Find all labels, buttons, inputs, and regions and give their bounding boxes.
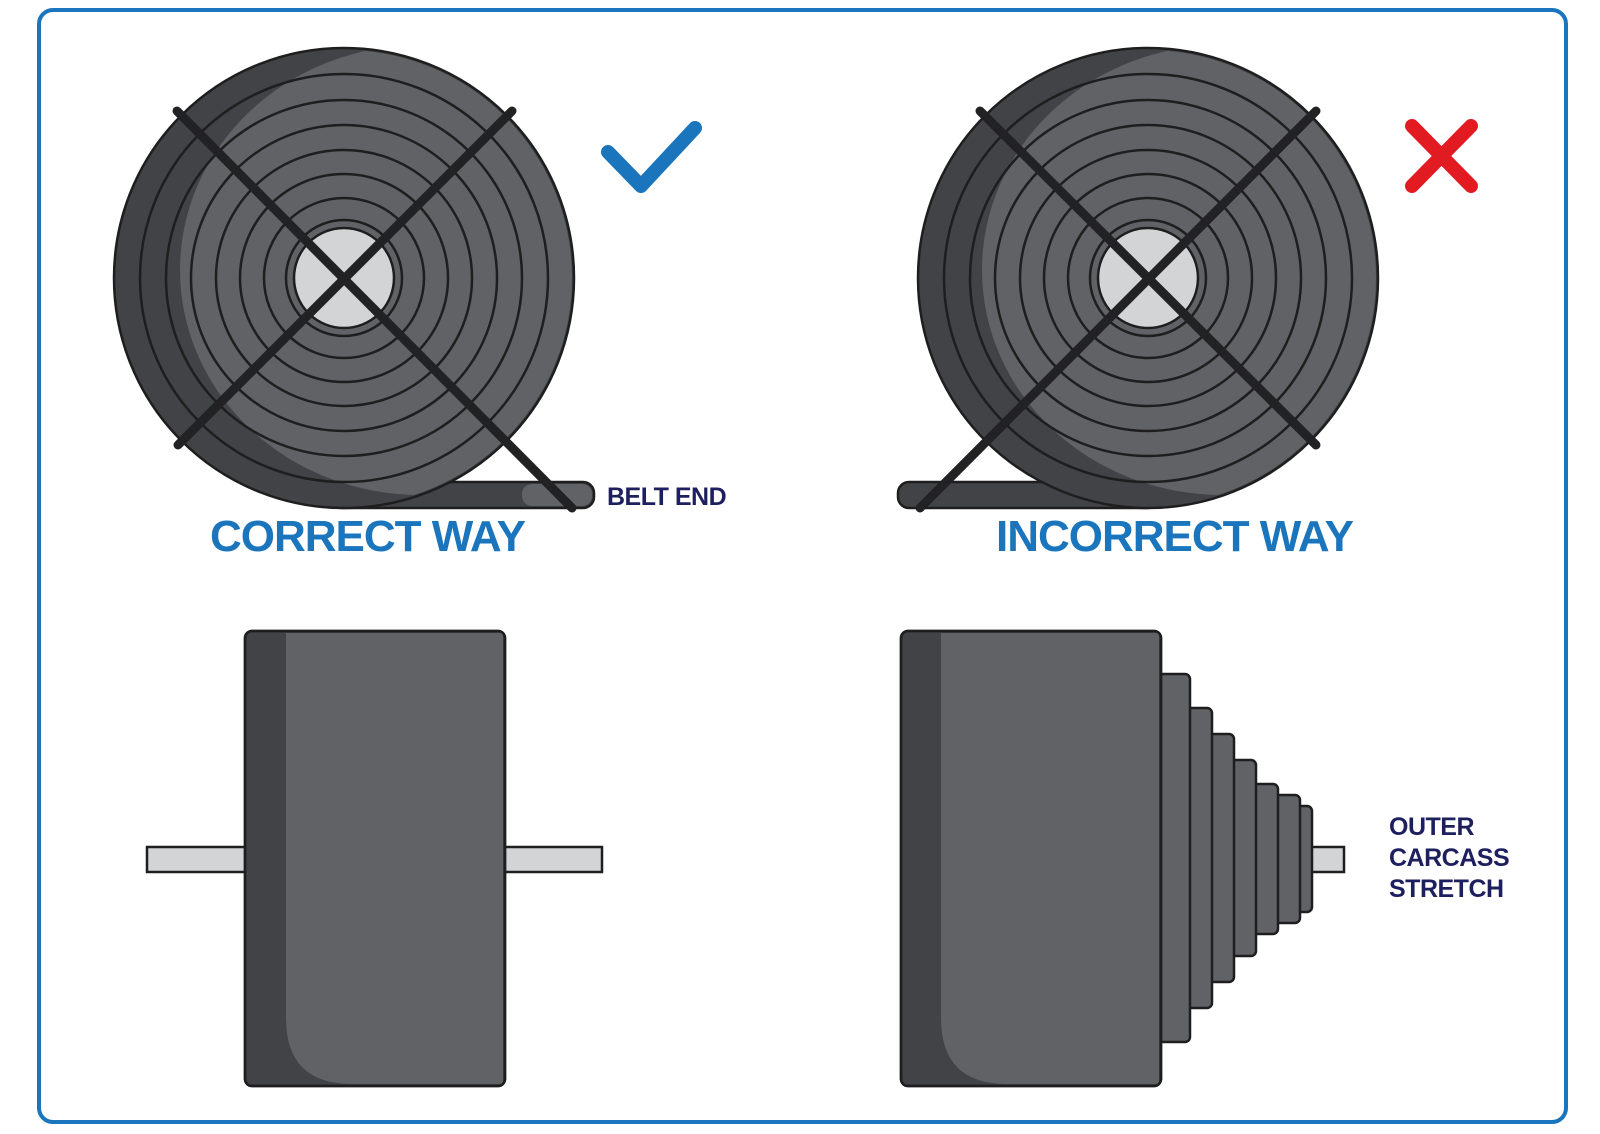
outer-carcass-line-2: CARCASS [1389,844,1510,872]
strap-cross-correct [172,106,577,513]
correct-way-title: CORRECT WAY [210,512,526,561]
correct-roll-front-view [112,46,596,513]
incorrect-roll-side-view [899,629,1346,1088]
correct-roll-side-view [145,629,604,1088]
outer-carcass-line-3: STRETCH [1389,875,1504,903]
roll-rings-correct [138,72,550,484]
outer-carcass-line-1: OUTER [1389,813,1475,841]
outer-carcass-stretch-label: OUTER CARCASS STRETCH [1389,812,1510,905]
strap-cross-incorrect [915,106,1321,513]
belt-end-label: BELT END [607,483,727,511]
check-icon [601,121,702,193]
telescoped-layers [1156,672,1314,1044]
roll-rings-incorrect [942,72,1354,484]
incorrect-roll-front-view [896,46,1380,513]
incorrect-way-title: INCORRECT WAY [996,512,1354,561]
cross-icon [1405,119,1478,193]
